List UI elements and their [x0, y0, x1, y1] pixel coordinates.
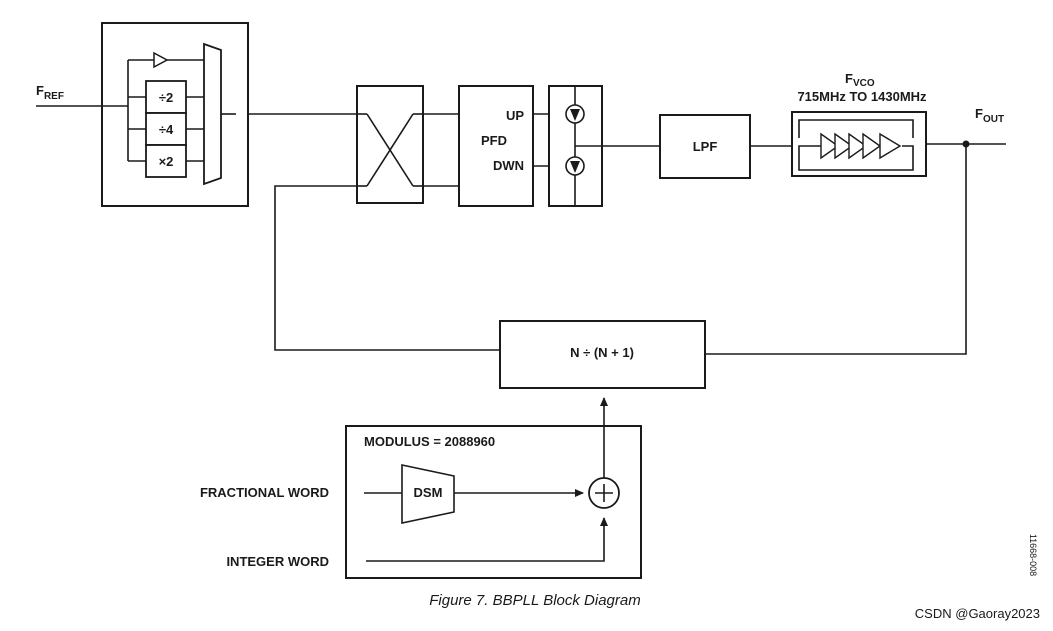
fout-to-divider-wire — [705, 144, 967, 355]
figure-caption: Figure 7. BBPLL Block Diagram — [429, 592, 641, 609]
fvco-range-label: 715MHz TO 1430MHz — [797, 89, 927, 104]
reference-scaler-block: ÷2 ÷4 ×2 — [101, 22, 249, 207]
charge-pump-block — [548, 85, 603, 207]
pfd-down-label: DWN — [493, 158, 524, 173]
pfd-up-label: UP — [506, 108, 524, 123]
watermark: CSDN @Gaoray2023 — [915, 606, 1040, 621]
crossover-switch — [356, 85, 424, 204]
fout-label: FOUT — [975, 106, 1004, 125]
vco-block — [791, 111, 927, 177]
dsm-block: MODULUS = 2088960 DSM — [345, 425, 642, 579]
divide-by-2-label: ÷2 — [159, 90, 173, 105]
n-divider-label: N ÷ (N + 1) — [570, 345, 634, 360]
pfd-label: PFD — [481, 133, 507, 148]
multiply-by-2-label: ×2 — [159, 154, 174, 169]
pfd-block: UP PFD DWN — [458, 85, 534, 207]
ring-oscillator-icon — [820, 132, 902, 160]
dsm-label: DSM — [414, 485, 443, 500]
n-divider-block: N ÷ (N + 1) — [499, 320, 706, 389]
mux-icon — [203, 42, 222, 186]
integer-word-label: INTEGER WORD — [226, 554, 329, 569]
fvco-label: FVCO — [845, 71, 875, 89]
divide-by-2-cell — [145, 80, 187, 114]
dsm-shape — [401, 464, 455, 524]
buffer-icon — [153, 51, 169, 69]
lpf-block: LPF — [659, 114, 751, 179]
multiply-by-2-cell — [145, 144, 187, 178]
divide-by-4-label: ÷4 — [159, 122, 174, 137]
figure-code: 11668-008 — [1028, 534, 1038, 576]
modulus-label: MODULUS = 2088960 — [364, 434, 495, 449]
lpf-label: LPF — [693, 139, 718, 154]
divider-to-switch-wire — [274, 185, 500, 351]
fractional-word-label: FRACTIONAL WORD — [200, 485, 329, 500]
fref-label: FREF — [36, 83, 64, 102]
